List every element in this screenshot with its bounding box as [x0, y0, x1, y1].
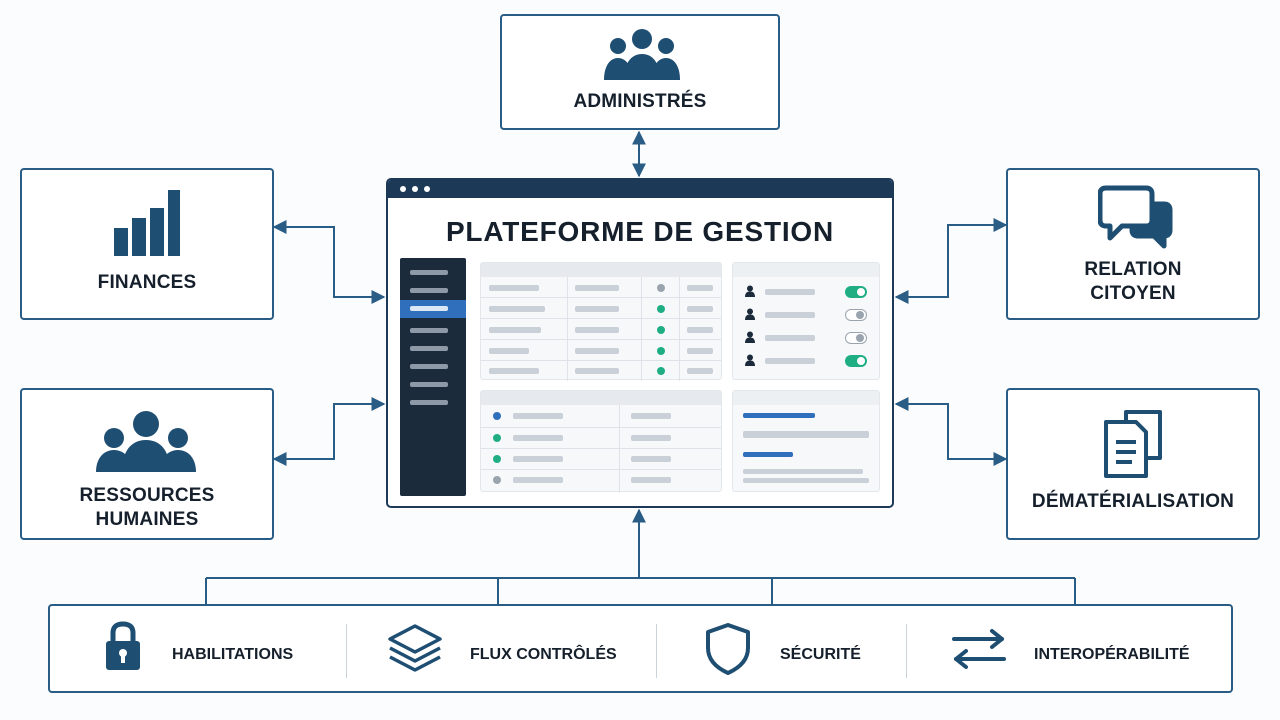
- feature-label: HABILITATIONS: [172, 646, 294, 663]
- sidebar-item: [410, 270, 448, 275]
- panel-header: [481, 263, 721, 277]
- toggle-switch: [845, 355, 867, 367]
- sidebar-item: [410, 364, 448, 369]
- window-dot: [424, 186, 430, 192]
- sidebar-item: [410, 400, 448, 405]
- swap-arrows-icon: [952, 629, 1006, 669]
- feature-label: SÉCURITÉ: [780, 646, 861, 663]
- toggle-switch: [845, 309, 867, 321]
- node-finances: FINANCES: [20, 168, 274, 320]
- user-icon: [745, 331, 755, 343]
- window-dot: [400, 186, 406, 192]
- sidebar-item: [410, 382, 448, 387]
- window-sidebar: [400, 258, 466, 496]
- node-relation-citoyen: RELATION CITOYEN: [1006, 168, 1260, 320]
- node-dematerialisation-label: DÉMATÉRIALISATION: [1031, 491, 1235, 512]
- detail-accent-line: [743, 413, 815, 418]
- sidebar-item: [410, 288, 448, 293]
- node-relation-citoyen-label: RELATION CITOYEN: [1084, 259, 1182, 304]
- panel-header: [481, 391, 721, 405]
- connector-finances: [272, 220, 386, 304]
- window-title-bar: [388, 180, 892, 198]
- bar-chart-icon: [114, 190, 180, 256]
- feature-interoperabilite: INTEROPÉRABILITÉ: [948, 606, 1228, 691]
- node-ressources-humaines-label: RESSOURCES HUMAINES: [79, 485, 215, 530]
- chat-bubbles-icon: [1098, 185, 1173, 249]
- feature-separator: [346, 624, 347, 678]
- user-icon: [745, 354, 755, 366]
- feature-separator: [656, 624, 657, 678]
- list-panel: [480, 390, 722, 493]
- feature-separator: [906, 624, 907, 678]
- window-dot: [412, 186, 418, 192]
- feature-securite: SÉCURITÉ: [704, 606, 904, 691]
- node-dematerialisation: DÉMATÉRIALISATION: [1006, 388, 1260, 540]
- users-group-icon: [604, 29, 680, 80]
- node-ressources-humaines: RESSOURCES HUMAINES: [20, 388, 274, 540]
- feature-label: FLUX CONTRÔLÉS: [470, 646, 617, 663]
- panel-header: [733, 391, 879, 405]
- user-icon: [745, 308, 755, 320]
- feature-flux-controles: FLUX CONTRÔLÉS: [386, 606, 656, 691]
- sidebar-item: [410, 328, 448, 333]
- features-bar: HABILITATIONS FLUX CONTRÔLÉS SÉCURITÉ IN…: [48, 604, 1233, 693]
- people-icon: [96, 411, 196, 472]
- connector-relation-citoyen: [894, 218, 1008, 304]
- platform-title: PLATEFORME DE GESTION: [445, 216, 835, 247]
- node-finances-label: FINANCES: [97, 272, 197, 293]
- toggle-switch: [845, 286, 867, 298]
- detail-panel: [732, 390, 880, 492]
- table-panel: [480, 262, 722, 381]
- platform-window: PLATEFORME DE GESTION: [386, 178, 894, 508]
- connector-ressources-humaines: [272, 397, 386, 466]
- connector-dematerialisation: [894, 397, 1008, 466]
- panel-header: [733, 263, 879, 277]
- lock-icon: [106, 621, 140, 670]
- node-administres: ADMINISTRÉS: [500, 14, 780, 130]
- sidebar-item: [410, 346, 448, 351]
- layers-icon: [388, 624, 442, 672]
- node-administres-label: ADMINISTRÉS: [573, 91, 707, 112]
- feature-habilitations: HABILITATIONS: [100, 606, 350, 691]
- user-icon: [745, 285, 755, 297]
- user-toggle-panel: [732, 262, 880, 380]
- feature-label: INTEROPÉRABILITÉ: [1034, 646, 1190, 663]
- sidebar-item: [410, 306, 448, 311]
- documents-icon: [1104, 410, 1162, 478]
- shield-icon: [706, 623, 750, 675]
- detail-accent-line: [743, 452, 793, 457]
- toggle-switch: [845, 332, 867, 344]
